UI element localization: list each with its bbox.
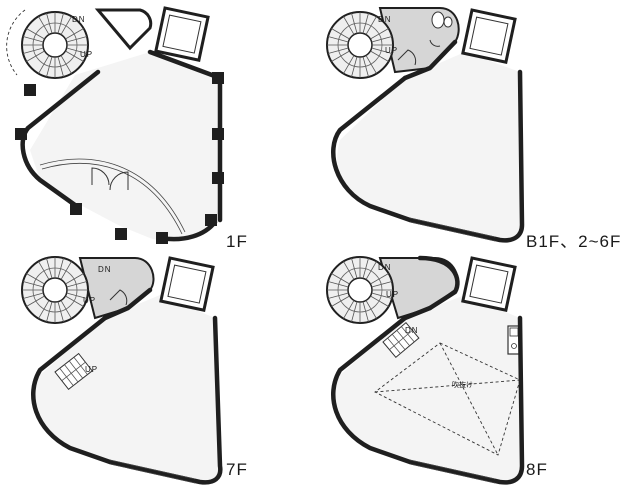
plan-8f: DN UP DN 吹抜け 8F xyxy=(326,255,548,485)
column xyxy=(212,128,224,140)
inner-staircase xyxy=(54,352,93,391)
door-swing xyxy=(91,167,110,186)
column xyxy=(115,228,127,240)
stair-dn-label: DN xyxy=(378,15,392,24)
curved-glazing xyxy=(39,158,186,233)
entry-vestibule xyxy=(94,8,153,51)
column xyxy=(15,128,27,140)
elevator-shaft xyxy=(159,256,215,312)
elevator-shaft xyxy=(461,256,517,312)
column xyxy=(205,214,217,226)
floor-label: B1F、2~6F xyxy=(526,232,621,251)
stair-dn-label: DN xyxy=(72,15,86,24)
spiral-staircase xyxy=(21,256,89,324)
floor-area xyxy=(334,295,522,482)
column xyxy=(70,203,82,215)
floor-label: 1F xyxy=(226,232,248,251)
stair-dn-label: DN xyxy=(378,263,392,272)
exterior-wall xyxy=(331,315,525,485)
window xyxy=(409,459,496,480)
elevator-shaft xyxy=(154,6,210,62)
floor-area xyxy=(34,295,221,482)
stair-up-label: UP xyxy=(80,50,93,59)
plan-1f: DN UP 1F xyxy=(6,6,248,251)
exterior-wall xyxy=(331,69,525,243)
floor-area xyxy=(30,52,220,241)
toilet-fixture xyxy=(431,11,445,29)
door-swing xyxy=(397,49,417,66)
inner-staircase xyxy=(382,322,420,359)
inner-stair-dn-label: DN xyxy=(405,326,419,335)
exterior-wall-west xyxy=(20,69,101,208)
floor-area xyxy=(337,52,522,240)
stair-dn-label: DN xyxy=(98,265,112,274)
window xyxy=(409,217,496,238)
column xyxy=(212,172,224,184)
door-swing xyxy=(109,289,128,306)
exterior-wall xyxy=(31,315,223,485)
column xyxy=(212,72,224,84)
plan-7f: DN UP UP 7F xyxy=(21,256,248,485)
window xyxy=(109,459,196,480)
stair-up-label: UP xyxy=(386,290,399,299)
void-label: 吹抜け xyxy=(452,380,473,389)
plan-b1f: DN UP B1F、2~6F xyxy=(326,7,621,251)
floor-label: 8F xyxy=(526,460,548,479)
floor-label: 7F xyxy=(226,460,248,479)
column xyxy=(24,84,36,96)
sink-fixture xyxy=(443,16,453,28)
inner-stair-up-label: UP xyxy=(85,365,98,374)
stair-up-label: UP xyxy=(83,296,96,305)
door-swing xyxy=(109,171,129,191)
column xyxy=(156,232,168,244)
stair-up-label: UP xyxy=(385,46,398,55)
void-outline xyxy=(374,342,521,456)
elevator-shaft xyxy=(461,8,517,64)
